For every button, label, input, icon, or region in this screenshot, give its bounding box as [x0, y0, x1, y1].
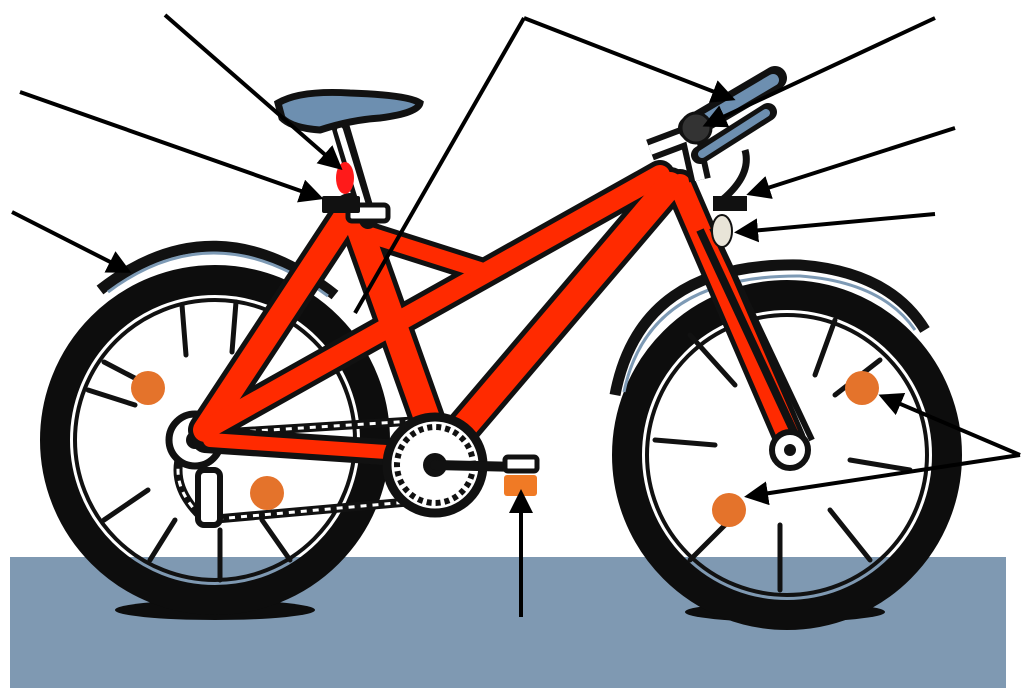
front-light [712, 215, 732, 247]
rear-reflector [336, 162, 354, 194]
rear-light [322, 196, 360, 213]
spoke-reflector-front-bottom [712, 493, 746, 527]
pedal-reflector [504, 475, 537, 496]
bell [681, 113, 711, 143]
pedal [505, 457, 537, 471]
headset-block [713, 196, 747, 211]
spoke-reflector-rear-bottom [250, 476, 284, 510]
spoke-reflector-front-top [845, 371, 879, 405]
spoke-reflector-rear-top [131, 371, 165, 405]
